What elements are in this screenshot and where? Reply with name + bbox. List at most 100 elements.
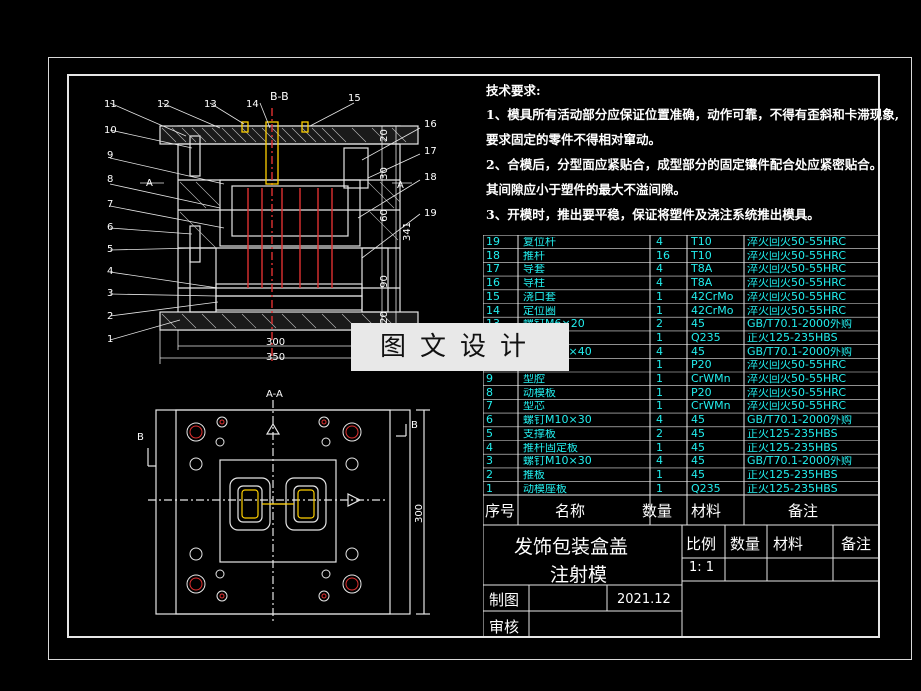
bom-cell-mat: T10 bbox=[691, 250, 712, 261]
bom-cell-qty: 1 bbox=[656, 442, 663, 453]
part-label-1: 1 bbox=[107, 334, 114, 345]
dimension-right-4: 90 bbox=[378, 275, 390, 288]
bom-cell-qty: 4 bbox=[656, 456, 663, 467]
bom-cell-qty: 1 bbox=[656, 401, 663, 412]
bom-cell-note: 淬火回火50-55HRC bbox=[747, 401, 847, 412]
plan-dimension-height: 300 bbox=[414, 503, 426, 524]
bom-grid bbox=[483, 235, 880, 638]
drawing-date: 2021.12 bbox=[617, 592, 671, 607]
bom-cell-note: 正火125-235HBS bbox=[747, 332, 838, 343]
bom-cell-no: 17 bbox=[486, 264, 500, 275]
part-label-14: 14 bbox=[246, 99, 259, 110]
bom-cell-no: 4 bbox=[486, 442, 493, 453]
product-name-line-1: 发饰包装盒盖 bbox=[514, 536, 629, 558]
bom-cell-no: 9 bbox=[486, 374, 493, 384]
bom-cell-note: 淬火回火50-55HRC bbox=[747, 387, 847, 398]
bom-cell-note: 淬火回火50-55HRC bbox=[747, 250, 847, 261]
product-name-line-2: 注射模 bbox=[550, 564, 608, 586]
bom-cell-no: 14 bbox=[486, 305, 500, 316]
bom-header-qty: 数量 bbox=[642, 502, 673, 520]
bom-cell-mat: 45 bbox=[691, 415, 705, 426]
bom-cell-no: 5 bbox=[486, 428, 493, 439]
bom-cell-no: 18 bbox=[486, 250, 500, 261]
part-label-3: 3 bbox=[107, 288, 114, 299]
bom-cell-qty: 4 bbox=[656, 346, 663, 357]
quantity-label: 数量 bbox=[730, 535, 761, 553]
part-label-11: 11 bbox=[104, 99, 117, 110]
bom-cell-name: 型芯 bbox=[523, 401, 545, 412]
bom-cell-no: 7 bbox=[486, 401, 493, 412]
bom-cell-qty: 4 bbox=[656, 415, 663, 426]
requirements-line-4: 其间隙应小于塑件的最大不溢间隙。 bbox=[486, 182, 687, 197]
bom-cell-mat: 45 bbox=[691, 319, 705, 330]
bom-cell-name: 浇口套 bbox=[523, 291, 556, 302]
part-label-6: 6 bbox=[107, 222, 114, 233]
section-a-left: A bbox=[146, 178, 153, 189]
plan-b-right: B bbox=[411, 420, 418, 431]
bom-header-no: 序号 bbox=[485, 502, 516, 520]
bom-cell-mat: T10 bbox=[691, 237, 712, 247]
bom-cell-qty: 1 bbox=[656, 291, 663, 302]
bom-cell-no: 15 bbox=[486, 291, 500, 302]
bom-cell-name: 推杆固定板 bbox=[523, 442, 578, 453]
dimension-right-3: 60 bbox=[378, 209, 390, 222]
part-label-16: 16 bbox=[424, 119, 437, 130]
bom-cell-no: 2 bbox=[486, 469, 493, 480]
plan-b-left: B bbox=[137, 432, 144, 443]
bom-cell-mat: P20 bbox=[691, 387, 712, 398]
drawing-outer-border bbox=[48, 57, 912, 660]
bom-cell-no: 8 bbox=[486, 387, 493, 398]
bom-cell-note: GB/T70.1-2000外购 bbox=[747, 456, 852, 467]
bom-cell-qty: 16 bbox=[656, 250, 670, 261]
bom-cell-mat: 45 bbox=[691, 346, 705, 357]
part-label-18: 18 bbox=[424, 172, 437, 183]
bom-cell-no: 1 bbox=[486, 483, 493, 494]
bom-cell-name: 支撑板 bbox=[523, 428, 556, 439]
bom-cell-name: 型腔 bbox=[523, 374, 545, 384]
bom-cell-qty: 4 bbox=[656, 237, 663, 247]
bom-cell-qty: 1 bbox=[656, 332, 663, 343]
bom-cell-mat: 45 bbox=[691, 469, 705, 480]
requirements-line-5: 3、开模时，推出要平稳，保证将塑件及浇注系统推出模具。 bbox=[486, 207, 820, 222]
bom-cell-mat: Q235 bbox=[691, 332, 721, 343]
bom-cell-name: 动模板 bbox=[523, 387, 556, 398]
part-label-9: 9 bbox=[107, 150, 114, 161]
section-a-right: A bbox=[397, 180, 404, 191]
bom-cell-mat: 45 bbox=[691, 442, 705, 453]
bom-cell-name: 推板 bbox=[523, 469, 545, 480]
drawn-by-label: 制图 bbox=[489, 591, 520, 609]
bom-cell-qty: 1 bbox=[656, 360, 663, 371]
bom-cell-mat: Q235 bbox=[691, 483, 721, 494]
requirements-line-1: 1、模具所有活动部分应保证位置准确，动作可靠，不得有歪斜和卡滞现象, bbox=[486, 107, 900, 122]
bom-cell-mat: 45 bbox=[691, 456, 705, 467]
bom-cell-note: 正火125-235HBS bbox=[747, 428, 838, 439]
dimension-total-height: 341 bbox=[402, 221, 414, 242]
part-label-7: 7 bbox=[107, 199, 114, 210]
section-view-drawing bbox=[109, 102, 421, 364]
bom-cell-note: 淬火回火50-55HRC bbox=[747, 360, 847, 371]
bom-cell-note: 淬火回火50-55HRC bbox=[747, 278, 847, 289]
bom-cell-name: 推杆 bbox=[523, 250, 545, 261]
bom-header-mat: 材料 bbox=[691, 502, 722, 520]
requirements-title: 技术要求: bbox=[486, 83, 541, 98]
bom-cell-no: 3 bbox=[486, 456, 493, 467]
part-label-13: 13 bbox=[204, 99, 217, 110]
part-label-19: 19 bbox=[424, 208, 437, 219]
bom-cell-note: GB/T70.1-2000外购 bbox=[747, 415, 852, 426]
bom-cell-no: 19 bbox=[486, 237, 500, 247]
bom-cell-qty: 2 bbox=[656, 428, 663, 439]
bom-cell-no: 16 bbox=[486, 278, 500, 289]
section-view-title: B-B bbox=[270, 90, 289, 103]
bom-cell-mat: 45 bbox=[691, 428, 705, 439]
bom-cell-qty: 1 bbox=[656, 305, 663, 316]
material-label: 材料 bbox=[773, 535, 804, 553]
bom-cell-qty: 1 bbox=[656, 469, 663, 480]
dimension-right-1: 20 bbox=[378, 129, 390, 142]
bom-cell-note: 正火125-235HBS bbox=[747, 483, 838, 494]
bom-cell-name: 导套 bbox=[523, 264, 545, 275]
bom-cell-no: 6 bbox=[486, 415, 493, 426]
part-label-4: 4 bbox=[107, 266, 114, 277]
dimension-right-5: 20 bbox=[378, 311, 390, 324]
part-label-10: 10 bbox=[104, 125, 117, 136]
bom-cell-note: 正火125-235HBS bbox=[747, 442, 838, 453]
